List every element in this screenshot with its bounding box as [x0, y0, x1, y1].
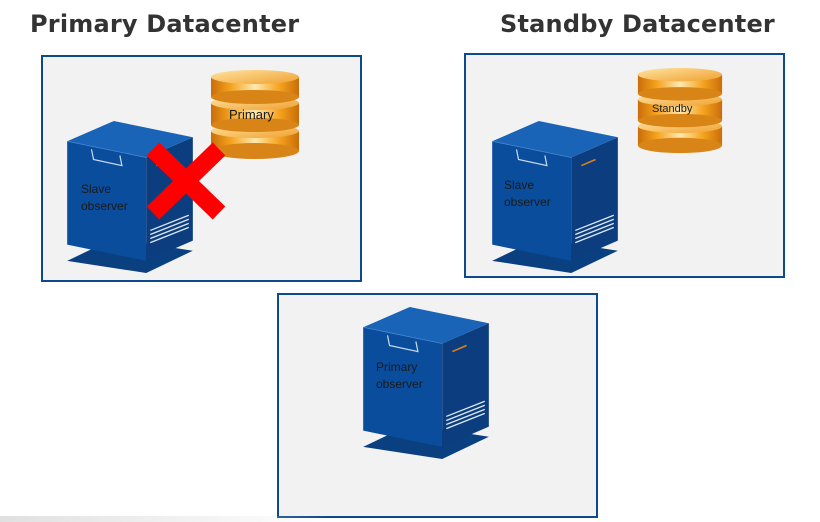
primary-datacenter-box: Slave observer Primary — [41, 55, 362, 282]
standby-datacenter-heading: Standby Datacenter — [500, 10, 775, 38]
standby-site-observer-label-line2: observer — [504, 195, 551, 209]
standby-site-observer-label: Slave observer — [504, 177, 551, 211]
standby-site-observer-label-line1: Slave — [504, 178, 535, 192]
slave-observer-label: Slave observer — [81, 181, 128, 215]
standby-database-label: Standby — [652, 103, 693, 115]
primary-observer-label-line1: Primary — [376, 360, 418, 374]
primary-datacenter-heading: Primary Datacenter — [30, 10, 300, 38]
primary-observer-label: Primary observer — [376, 359, 423, 393]
bottom-shadow — [0, 516, 330, 522]
primary-observer-label-line2: observer — [376, 377, 423, 391]
primary-observer-box: Primary observer — [277, 293, 598, 518]
slave-observer-label-line2: observer — [81, 199, 128, 213]
primary-database-label: Primary — [229, 107, 274, 122]
standby-datacenter-box: Slave observer Standby — [464, 53, 785, 278]
slave-observer-label-line1: Slave — [81, 182, 112, 196]
failure-x-icon — [146, 142, 226, 220]
